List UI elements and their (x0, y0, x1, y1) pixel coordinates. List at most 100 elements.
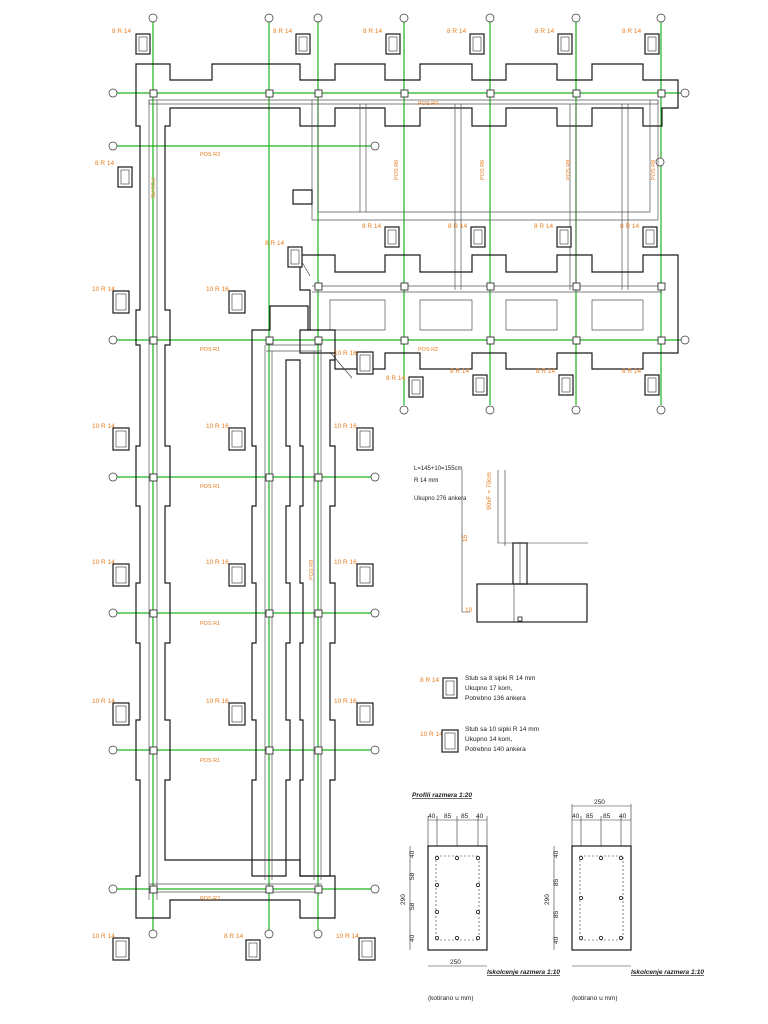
column-marker-10: 10 R 16 (206, 423, 246, 451)
pos-label: POS R2 (418, 347, 438, 353)
svg-text:40: 40 (553, 850, 560, 858)
pos-label: POS R1 (200, 347, 220, 353)
svg-text:85: 85 (553, 878, 560, 886)
svg-text:85: 85 (603, 813, 611, 820)
svg-text:250: 250 (450, 959, 461, 966)
svg-text:10 R 14: 10 R 14 (336, 933, 359, 940)
foundation-walls (135, 63, 679, 919)
column-marker-8: 8 R 14 (224, 933, 261, 961)
svg-text:10 R 16: 10 R 16 (334, 698, 357, 705)
svg-text:250: 250 (594, 799, 605, 806)
svg-text:8 R 14: 8 R 14 (363, 28, 383, 35)
svg-text:8 R 14: 8 R 14 (95, 160, 115, 167)
column-marker-10: 10 R 14 (92, 559, 130, 587)
profile-left-units: (kotirano u mm) (428, 995, 474, 1002)
column-legend: 8 R 14 Stub sa 8 sipki R 14 mm Ukupno 17… (420, 675, 539, 753)
svg-text:10 R 16: 10 R 16 (206, 286, 229, 293)
svg-text:8 R 14: 8 R 14 (362, 223, 382, 230)
pos-label: POS R1 (200, 621, 220, 627)
svg-text:8 R 14: 8 R 14 (536, 368, 556, 375)
column-marker-10: 10 R 14 (92, 933, 130, 961)
svg-text:Stub sa 8 sipki R 14 mm: Stub sa 8 sipki R 14 mm (465, 675, 535, 682)
svg-text:85: 85 (586, 813, 594, 820)
profile-left-scale: Iskolcenje razmera 1:10 (487, 969, 560, 976)
profile-right-units: (kotirano u mm) (572, 995, 618, 1002)
svg-text:10 R 14: 10 R 14 (92, 423, 115, 430)
svg-text:85: 85 (444, 813, 452, 820)
svg-text:58: 58 (409, 902, 416, 910)
svg-text:8 R 14: 8 R 14 (448, 223, 468, 230)
column-marker-10: 10 R 16 (334, 559, 374, 587)
column-marker-10: 10 R 14 (336, 933, 376, 961)
pos-label: POS R9 (309, 560, 315, 580)
column-marker-8: 8 R 14 (112, 28, 151, 55)
svg-text:58: 58 (409, 872, 416, 880)
svg-text:8 R 14: 8 R 14 (224, 933, 244, 940)
svg-text:40: 40 (409, 934, 416, 942)
grid-markers (108, 13, 690, 939)
svg-text:8 R 14: 8 R 14 (420, 677, 440, 684)
svg-text:Potrebno 140 ankera: Potrebno 140 ankera (465, 746, 526, 753)
pos-label: POS R7 (200, 896, 220, 902)
svg-text:8 R 14: 8 R 14 (273, 28, 293, 35)
svg-text:85: 85 (461, 813, 469, 820)
column-marker-10: 10 R 16 (329, 350, 374, 379)
profile-right-scale: Iskolcenje razmera 1:10 (631, 969, 704, 976)
column-marker-8: 8 R 14 (273, 28, 311, 55)
svg-text:10 R 16: 10 R 16 (334, 423, 357, 430)
svg-text:10 R 16: 10 R 16 (334, 559, 357, 566)
svg-text:10 R 14: 10 R 14 (92, 698, 115, 705)
column-marker-10: 10 R 14 (92, 286, 130, 314)
pos-label: POS R1 (200, 758, 220, 764)
column-marker-10: 10 R 14 (92, 698, 130, 726)
column-marker-10: 10 R 16 (206, 698, 246, 726)
column-marker-8: 8 R 14 (450, 368, 488, 396)
svg-text:40: 40 (409, 850, 416, 858)
column-tags: 8 R 14 8 R 14 8 R 14 8 R 14 8 R 14 8 R 1… (92, 28, 660, 961)
column-marker-10: 10 R 16 (334, 698, 374, 726)
profiles-title: Profili razmera 1:20 (412, 792, 472, 799)
anchor-length: L=145+10=155cm (414, 466, 463, 472)
column-marker-8: 8 R 14 (265, 240, 311, 277)
svg-text:10 R 16: 10 R 16 (206, 559, 229, 566)
svg-text:10 R 14: 10 R 14 (420, 731, 443, 738)
svg-text:8 R 14: 8 R 14 (622, 28, 642, 35)
svg-text:290: 290 (544, 894, 551, 905)
anchor-dim-10: 10 (465, 607, 473, 614)
svg-text:10 R 14: 10 R 14 (92, 286, 115, 293)
column-nodes (149, 89, 666, 894)
column-marker-8: 8 R 14 (620, 223, 658, 248)
svg-text:Potrebno 136 ankera: Potrebno 136 ankera (465, 695, 526, 702)
svg-text:8 R 14: 8 R 14 (622, 368, 642, 375)
column-marker-8: 8 R 14 (386, 375, 424, 398)
profile-left: 40 85 85 40 290 40 58 58 40 250 Iskolcen… (400, 813, 560, 1002)
column-marker-8: 8 R 14 (447, 28, 485, 55)
svg-text:10 R 14: 10 R 14 (92, 559, 115, 566)
pos-label: POS R4 (418, 101, 438, 107)
svg-text:40: 40 (476, 813, 484, 820)
svg-text:8 R 14: 8 R 14 (450, 368, 470, 375)
column-marker-8: 8 R 14 (534, 223, 572, 248)
svg-text:8 R 14: 8 R 14 (386, 375, 406, 382)
svg-text:10 R 16: 10 R 16 (206, 423, 229, 430)
column-marker-8: 8 R 14 (535, 28, 573, 55)
anchor-total: Ukupno 276 ankera (414, 496, 467, 502)
column-marker-8: 8 R 14 (448, 223, 486, 248)
column-marker-10: 10 R 14 (92, 423, 130, 451)
svg-text:10 R 16: 10 R 16 (206, 698, 229, 705)
anchor-detail: L=145+10=155cm R 14 mm Ukupno 276 ankera… (414, 466, 588, 623)
column-marker-8: 8 R 14 (362, 223, 400, 248)
svg-text:8 R 14: 8 R 14 (265, 240, 285, 247)
svg-text:10 R 14: 10 R 14 (92, 933, 115, 940)
anchor-bar: R 14 mm (414, 478, 438, 484)
svg-text:8 R 14: 8 R 14 (112, 28, 132, 35)
profiles: Profili razmera 1:20 40 85 85 40 290 40 … (400, 792, 704, 1002)
svg-text:8 R 14: 8 R 14 (535, 28, 555, 35)
pos-label: POS R8 (651, 160, 657, 180)
svg-text:8 R 14: 8 R 14 (447, 28, 467, 35)
svg-text:40: 40 (572, 813, 580, 820)
column-marker-8: 8 R 14 (363, 28, 401, 55)
pos-label: POS R3 (200, 152, 220, 158)
svg-text:40: 40 (619, 813, 627, 820)
